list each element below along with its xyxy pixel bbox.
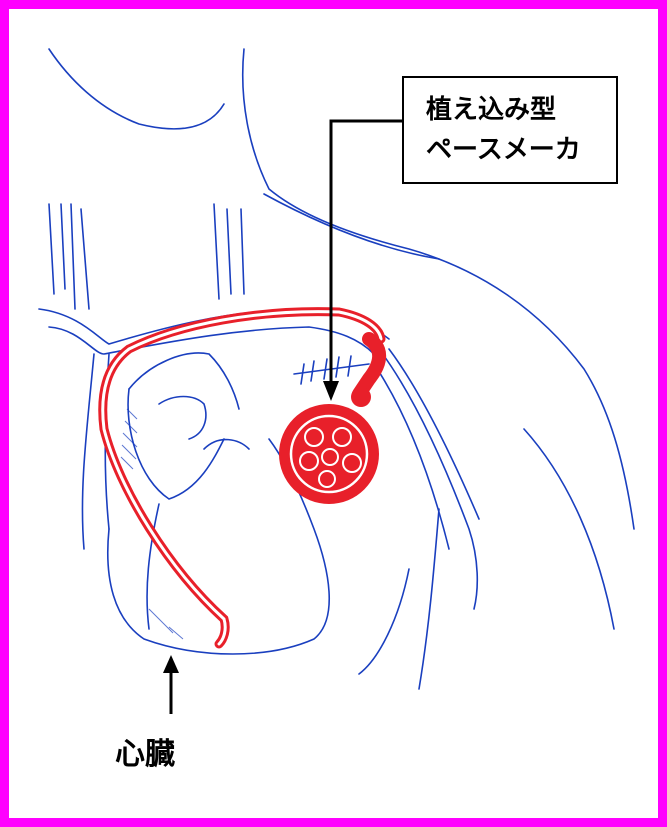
aorta-arch <box>129 353 239 409</box>
heart-label: 心臓 <box>115 729 175 773</box>
vessel-mid-3 <box>241 209 244 294</box>
pacemaker-connector <box>359 339 379 394</box>
vessel-mid-1 <box>214 204 219 299</box>
pacemaker-arrow-head <box>323 381 339 401</box>
subclavian-lower <box>49 327 374 354</box>
vessel-left-1 <box>49 204 54 294</box>
callout-arrows <box>163 121 402 714</box>
pacemaker-callout-box: 植え込み型 ペースメーカ <box>402 76 618 184</box>
heart-atrium <box>204 440 249 449</box>
pacemaker-system <box>103 312 381 644</box>
vessel-left-4 <box>81 209 89 309</box>
vessel-left-3 <box>71 204 75 309</box>
vena-cava-left <box>82 354 94 549</box>
pacemaker-device-icon <box>279 387 379 504</box>
aorta-inner <box>159 397 206 440</box>
heart-hatching <box>121 409 183 639</box>
vessel-mid-2 <box>227 209 231 294</box>
shading <box>121 409 183 639</box>
torso-right-contour <box>419 509 439 689</box>
suture-ticks <box>301 356 351 384</box>
heart-arrow-head <box>163 655 179 673</box>
chest-lower-contour <box>359 569 409 674</box>
neck-left-contour <box>49 49 224 129</box>
vessel-left-2 <box>61 204 65 289</box>
chest-right-contour <box>524 429 614 629</box>
pacemaker-label-line2: ペースメーカ <box>426 130 616 170</box>
pacemaker-label-line1: 植え込み型 <box>426 90 616 130</box>
